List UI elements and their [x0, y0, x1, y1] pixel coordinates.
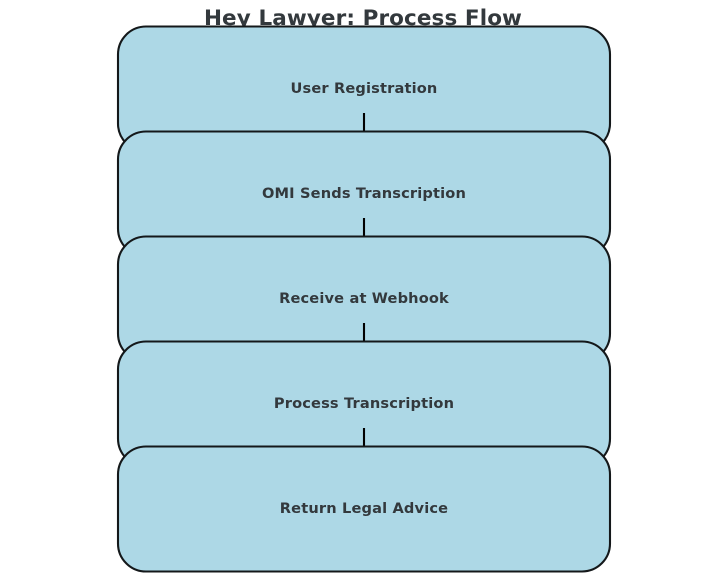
flow-node-return-legal-advice[interactable]: Return Legal Advice: [116, 445, 612, 573]
flow-node-process-transcription[interactable]: Process Transcription: [116, 340, 612, 468]
node-label: Receive at Webhook: [279, 290, 449, 307]
node-label: Process Transcription: [274, 395, 454, 412]
node-shape: [116, 445, 612, 573]
flow-node-receive-at-webhook[interactable]: Receive at Webhook: [116, 235, 612, 363]
flow-node-user-registration[interactable]: User Registration: [116, 25, 612, 153]
node-label: Return Legal Advice: [280, 500, 448, 517]
node-label: User Registration: [291, 80, 438, 97]
node-label: OMI Sends Transcription: [262, 185, 466, 202]
